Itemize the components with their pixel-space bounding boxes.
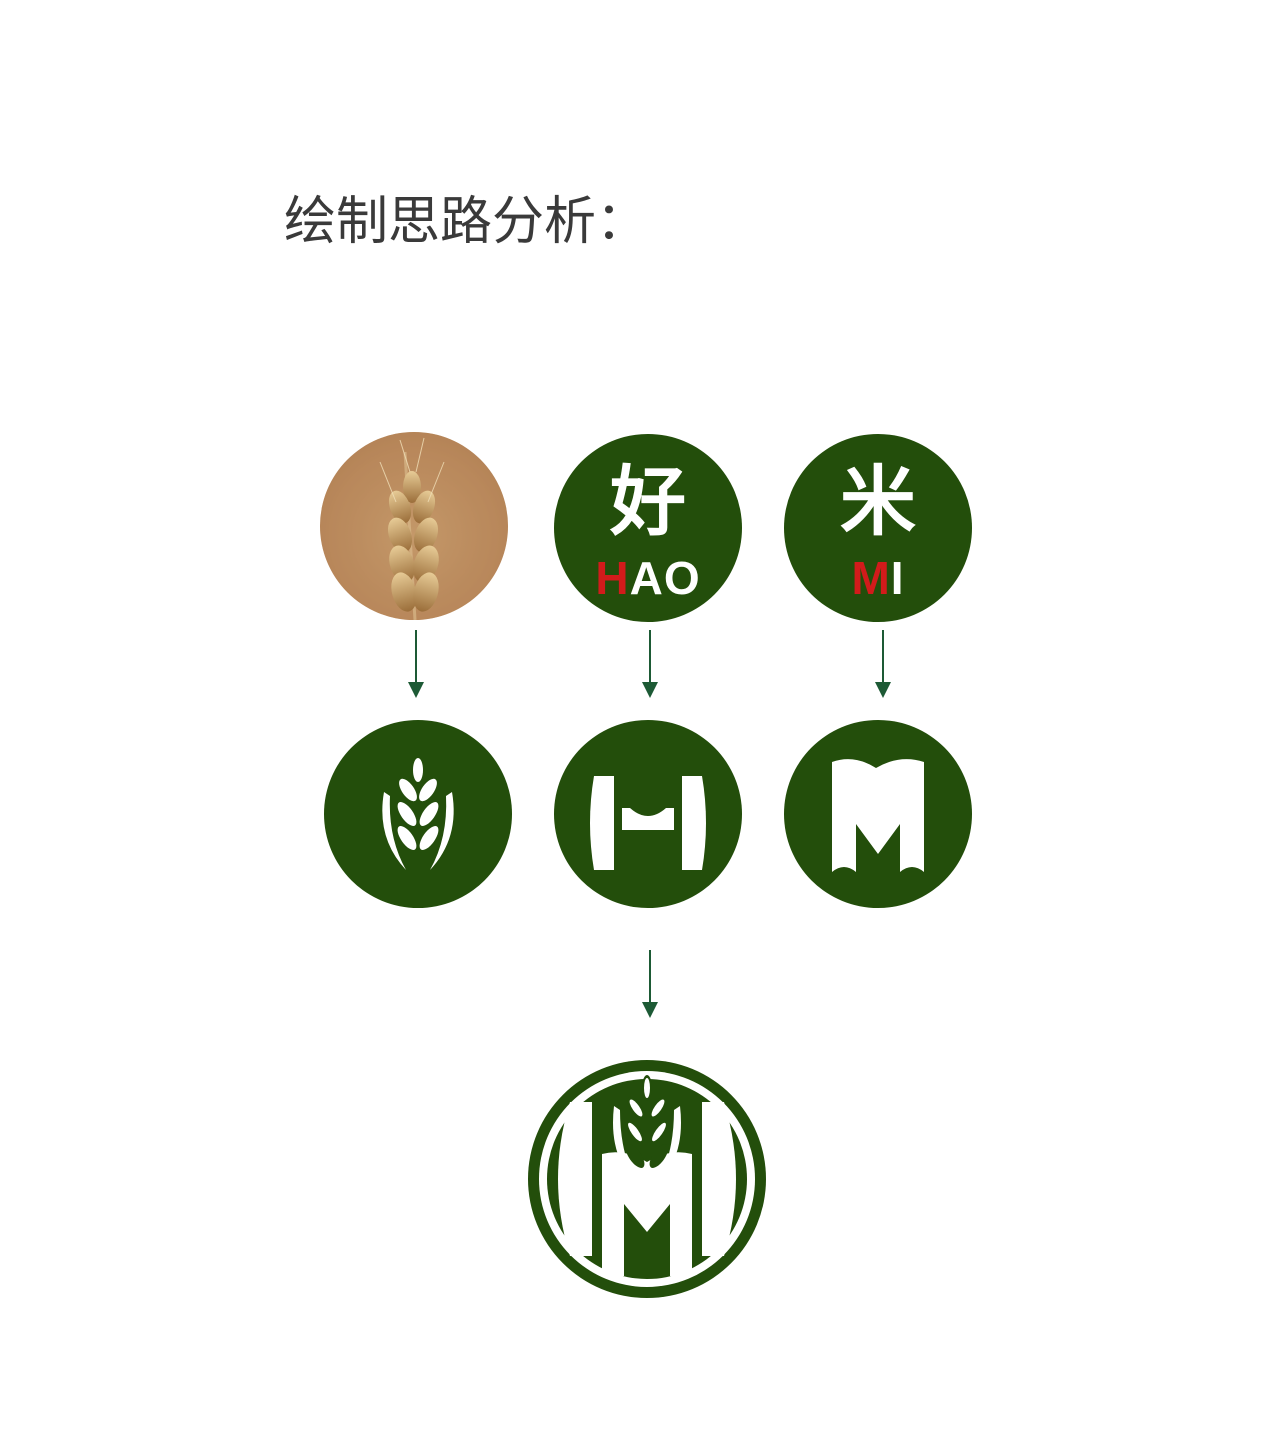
mi-character: 米: [840, 457, 916, 546]
hao-pinyin-rest: AO: [629, 552, 701, 604]
hao-pinyin: HAO: [554, 552, 742, 604]
mi-pinyin: MI: [784, 552, 972, 604]
h-letter-icon: [590, 776, 706, 870]
arrow-down-icon: [408, 630, 424, 698]
wheat-icon: [382, 758, 454, 870]
mi-pinyin-initial: M: [851, 552, 891, 604]
mi-character-circle: 米 MI: [784, 434, 972, 622]
hao-character: 好: [610, 457, 686, 546]
hao-character-circle: 好 HAO: [554, 434, 742, 622]
wheat-photo: [320, 432, 508, 620]
arrow-down-icon: [875, 630, 891, 698]
combined-logo-icon: [528, 1060, 766, 1298]
hao-pinyin-initial: H: [595, 552, 630, 604]
mi-pinyin-rest: I: [890, 552, 905, 604]
m-letter-circle: [784, 720, 972, 908]
h-letter-circle: [554, 720, 742, 908]
page-title: 绘制思路分析：: [284, 192, 649, 252]
arrow-down-icon: [642, 630, 658, 698]
wheat-ear-icon: [320, 432, 508, 620]
m-letter-icon: [832, 759, 924, 872]
wheat-icon-circle: [324, 720, 512, 908]
final-logo: [526, 1058, 768, 1300]
arrow-down-icon: [642, 950, 658, 1018]
